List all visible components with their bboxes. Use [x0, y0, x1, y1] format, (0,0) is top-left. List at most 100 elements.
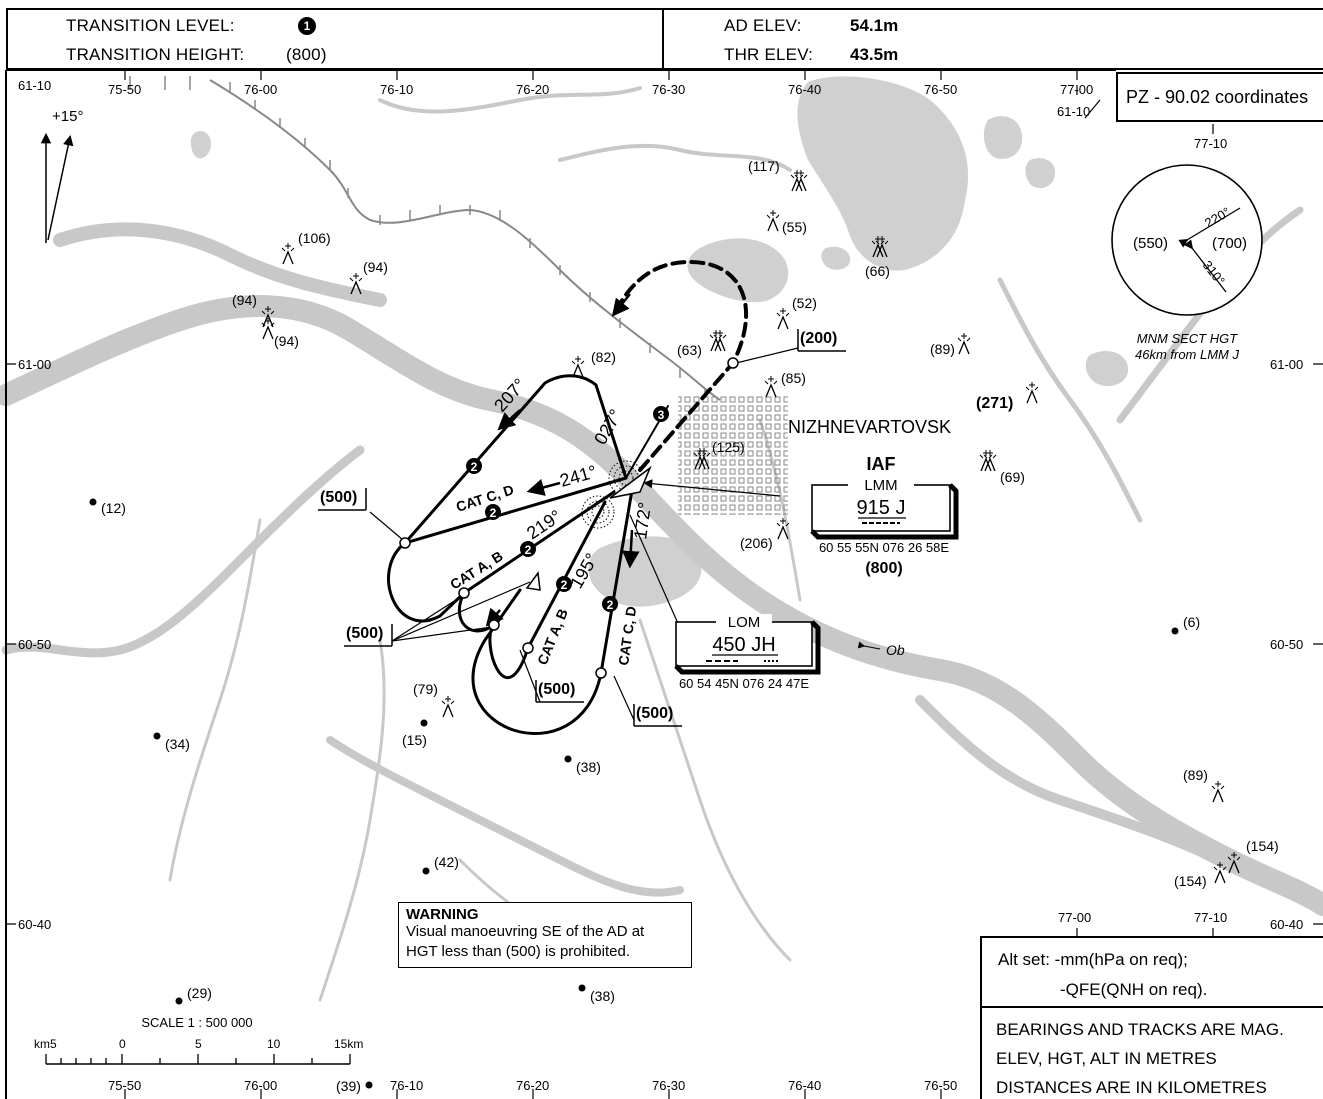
step-markers: 2 2 2 2 2 3	[466, 406, 669, 612]
scale-mark: km5	[34, 1037, 57, 1051]
obstacle-height: (66)	[865, 263, 890, 279]
cat-a-b-label: CAT A, B	[534, 606, 571, 667]
lon-label-top: 76-30	[652, 82, 685, 97]
step-number: 3	[658, 408, 665, 422]
obstacle-height: (154)	[1246, 838, 1279, 854]
notes-box: Alt set: -mm(hPa on req); -QFE(QNH on re…	[980, 936, 1323, 1099]
iaf-altitude: (800)	[865, 560, 902, 577]
rivers	[0, 86, 1323, 1002]
alt-setting-line: Alt set: -mm(hPa on req);	[998, 950, 1188, 969]
lmm-coordinates: 60 55 55N 076 26 58E	[819, 540, 949, 555]
aerodrome-symbol	[609, 465, 652, 499]
lon-label-top: 76-40	[788, 82, 821, 97]
lat-label-left: 60-40	[18, 917, 51, 932]
obstacle-labels: (106) (94) (94) (94) (82) (63) (117) (55…	[232, 158, 1279, 889]
notes-divider	[982, 1006, 1323, 1008]
lon-label-top: 76-00	[244, 82, 277, 97]
msa-caption: MNM SECT HGT	[1137, 331, 1238, 346]
scale-bar: SCALE 1 : 500 000 km5 0 5 10 15km	[34, 1015, 363, 1065]
msa-diagram: (550) (700) 220° 310° MNM SECT HGT 46km …	[1111, 164, 1263, 362]
grid-labels: 75-50 76-00 76-10 76-20 76-30 76-40 76-5…	[18, 78, 1303, 1093]
warning-box: WARNING Visual manoeuvring SE of the AD …	[398, 902, 692, 968]
obstacle-height: (206)	[740, 535, 773, 551]
min-altitude: (500)	[538, 681, 575, 698]
lon-label-bottom: 76-00	[244, 1078, 277, 1093]
obstacle-height: (117)	[748, 158, 780, 174]
lon-label-bottom: 76-40	[788, 1078, 821, 1093]
altitude-labels: (500) (500) (500) (500) (200)	[320, 330, 837, 722]
spot-elevation: (12)	[101, 500, 126, 516]
scale-title: SCALE 1 : 500 000	[141, 1015, 252, 1030]
spot-elevation: (42)	[434, 854, 459, 870]
min-altitude: (500)	[320, 489, 357, 506]
min-altitude: (200)	[800, 330, 837, 347]
obstacle-height: (125)	[712, 439, 745, 455]
grid-ticks	[6, 70, 1323, 1099]
lat-label-right: 61-10	[1057, 104, 1090, 119]
coordinate-system-box: PZ - 90.02 coordinates	[1116, 72, 1323, 122]
lon-label-bottom: 76-20	[516, 1078, 549, 1093]
obstacle-height: (69)	[1000, 469, 1025, 485]
lom-coordinates: 60 54 45N 076 24 47E	[679, 676, 809, 691]
cat-c-d-label: CAT C, D	[615, 605, 639, 666]
step-number: 2	[490, 506, 497, 520]
lmm-frequency: 915 J	[857, 497, 906, 519]
msa-sector-east: (700)	[1212, 235, 1247, 252]
spot-elevation: (38)	[576, 759, 601, 775]
iaf-lmm-box: IAF LMM 915 J 60 55 55N 076 26 58E (800)	[810, 454, 959, 577]
scale-mark: 15km	[334, 1037, 363, 1051]
warning-line: HGT less than (500) is prohibited.	[406, 943, 630, 960]
iaf-title: IAF	[867, 454, 896, 474]
ad-elev-label: AD ELEV:	[724, 16, 802, 35]
cat-c-d-label: CAT C, D	[454, 481, 516, 515]
obstacle-height: (94)	[232, 292, 257, 308]
spot-elevation: (29)	[187, 985, 212, 1001]
thr-elev-value: 43.5m	[850, 45, 899, 64]
scale-mark: 5	[195, 1037, 202, 1051]
lom-box: LOM 450 JH 60 54 45N 076 24 47E	[674, 614, 821, 691]
header-elevation-panel: AD ELEV: 54.1m THR ELEV: 43.5m	[662, 8, 1323, 70]
units-note: DISTANCES ARE IN KILOMETRES	[996, 1078, 1267, 1097]
obstacle-height: (79)	[413, 681, 438, 697]
lon-label-top: 75-50	[108, 82, 141, 97]
step-number: 2	[561, 578, 568, 592]
obstacle-height: (85)	[781, 370, 806, 386]
ad-elev-value: 54.1m	[850, 16, 899, 35]
spot-elevations: (12) (34) (15) (38) (42) (29) (38) (39) …	[89, 498, 1200, 1094]
lat-label-right: 60-50	[1270, 637, 1303, 652]
units-note: ELEV, HGT, ALT IN METRES	[996, 1049, 1217, 1068]
step-number: 2	[525, 543, 532, 557]
lon-label-inner: 77-10	[1194, 910, 1227, 925]
thr-elev-label: THR ELEV:	[724, 45, 814, 64]
variation-arrows	[40, 132, 74, 243]
msa-sector-west: (550)	[1133, 235, 1168, 252]
scale-mark: 0	[119, 1037, 126, 1051]
lon-label-bottom: 76-30	[652, 1078, 685, 1093]
obstacle-height: (55)	[782, 219, 807, 235]
transition-height-label: TRANSITION HEIGHT:	[66, 45, 245, 64]
town-area	[678, 395, 788, 515]
city-label: NIZHNEVARTOVSK	[788, 417, 951, 437]
lom-frequency: 450 JH	[712, 634, 775, 656]
units-note: BEARINGS AND TRACKS ARE MAG.	[996, 1020, 1284, 1039]
lat-label-right: 61-00	[1270, 357, 1303, 372]
map-frame	[5, 69, 1116, 1099]
lon-label-top: 77-00	[1060, 82, 1093, 97]
lon-label-top: 76-20	[516, 82, 549, 97]
lon-label-bottom: 75-50	[108, 1078, 141, 1093]
alt-setting-line: -QFE(QNH on req).	[1060, 980, 1208, 999]
obstacle-height: (63)	[677, 342, 702, 358]
obstacle-height: (106)	[298, 230, 331, 246]
lat-label-right: 60-40	[1270, 917, 1303, 932]
lmm-name: LMM	[864, 477, 897, 494]
obstacle-height: (52)	[792, 295, 817, 311]
step-number: 2	[471, 460, 478, 474]
spot-elevation: (6)	[1183, 614, 1200, 630]
obstacle-height: (271)	[976, 395, 1013, 412]
procedure-arrows	[485, 293, 781, 627]
leader-lines	[369, 347, 799, 721]
obstacle-height: (94)	[363, 259, 388, 275]
lom-name: LOM	[728, 614, 761, 631]
lon-label-top: 76-50	[924, 82, 957, 97]
